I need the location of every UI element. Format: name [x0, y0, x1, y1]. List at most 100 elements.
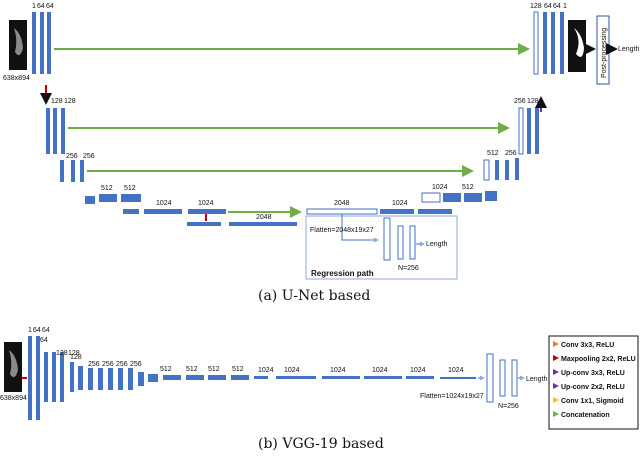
dec-label-9: 512 [462, 184, 474, 191]
enc-l3-feature-3 [80, 160, 84, 182]
vgg-top-label-0: 1 [28, 327, 32, 334]
vgg-block-3f [118, 368, 123, 390]
enc-l1-feature-1 [32, 12, 36, 74]
vgg-block-5b [276, 376, 316, 379]
post-processing-label: Post-processing [601, 28, 608, 78]
enc-label-10: 1024 [198, 200, 214, 207]
vgg-block-1a [28, 336, 32, 420]
vgg-block-4b [148, 374, 158, 382]
legend-label-5: Concatenation [561, 412, 610, 419]
enc-l4-feature-2 [99, 194, 117, 202]
dec-l1-feature-2 [543, 12, 547, 74]
vgg-feature-maps [28, 336, 476, 420]
fc-layer-2 [409, 225, 416, 260]
vgg-flatten-label: Flatten=1024x19x27 [420, 393, 484, 400]
enc-l1-feature-2 [40, 12, 44, 74]
caption-a: (a) U-Net based [258, 288, 370, 304]
enc-label-1: 64 [37, 3, 45, 10]
dec-l2-concat [518, 107, 524, 155]
vgg-bottom-label-0: 64 [40, 337, 48, 344]
legend-label-2: Up-conv 3x3, ReLU [561, 370, 625, 377]
vgg-block-2b [52, 352, 56, 402]
dec-l1-feature-3 [551, 12, 555, 74]
dec-l3-concat [483, 159, 490, 181]
enc-l4-feature-1 [85, 196, 95, 204]
vgg-n-label: N=256 [498, 403, 519, 410]
enc-l2-feature-1 [46, 108, 50, 154]
dec-label-5: 128 [527, 98, 539, 105]
legend-swatch-3 [553, 383, 559, 389]
vgg-top-label-16: 1024 [410, 367, 426, 374]
vgg-top-label-6: 256 [102, 361, 114, 368]
enc-l2-feature-3 [61, 108, 65, 154]
legend-label-1: Maxpooling 2x2, ReLU [561, 356, 636, 363]
vgg-top-label-14: 1024 [330, 367, 346, 374]
dec-label-7: 256 [505, 150, 517, 157]
vgg-block-1b [36, 336, 40, 420]
vgg-bottom-label-1: 128 [70, 354, 82, 361]
dec-l3-feature-4 [515, 158, 519, 180]
vgg-fc-layer [499, 359, 506, 397]
enc-l1-feature-3 [47, 12, 51, 74]
dec-label-1: 64 [544, 3, 552, 10]
regression-length-label: Length [426, 241, 448, 248]
dec-label-4: 256 [514, 98, 526, 105]
enc-l4-feature-3 [121, 194, 141, 202]
enc-l5-feature-3 [188, 209, 226, 214]
enc-l5-feature-2 [144, 209, 182, 214]
vgg-block-4a [138, 372, 144, 386]
dec-l3-feature-2 [495, 160, 499, 180]
vgg-block-4f [231, 375, 249, 380]
dec-l5-concat [306, 208, 378, 215]
dec-l5-feature-2 [380, 209, 414, 214]
vgg-block-3d [98, 368, 103, 390]
vgg-top-label-1: 64 [33, 327, 41, 334]
enc-label-5: 256 [66, 153, 78, 160]
vgg-block-3g [128, 368, 133, 390]
enc-label-11: 2048 [256, 214, 272, 221]
dec-l4-feature-4 [485, 191, 497, 201]
vgg-top-label-2: 64 [42, 327, 50, 334]
vgg-top-label-4: 128 [68, 350, 80, 357]
vgg-block-2c [60, 352, 64, 402]
dec-label-8: 1024 [432, 184, 448, 191]
unet-length-label: Length [618, 46, 640, 53]
vgg-block-3e [108, 368, 113, 390]
enc-label-8: 512 [124, 185, 136, 192]
vgg-block-4c [163, 375, 181, 380]
dec-label-0: 128 [530, 3, 542, 10]
dec-label-2: 64 [553, 3, 561, 10]
bottleneck-feature-2 [229, 222, 297, 226]
vgg-length-label: Length [526, 376, 548, 383]
vgg-block-3a [70, 362, 74, 392]
legend-label-0: Conv 3x3, ReLU [561, 342, 614, 349]
vgg-top-label-5: 256 [88, 361, 100, 368]
legend-swatch-2 [553, 369, 559, 375]
dec-l2-feature-2 [527, 108, 531, 154]
vgg-top-label-13: 1024 [284, 367, 300, 374]
vgg-top-label-7: 256 [116, 361, 128, 368]
vgg-top-label-18: 1024 [258, 367, 274, 374]
enc-l3-feature-2 [71, 160, 75, 182]
vgg-top-label-3: 128 [56, 350, 68, 357]
enc-l5-feature-1 [123, 209, 139, 214]
vgg-top-label-17: 1024 [448, 367, 464, 374]
enc-label-4: 128 [64, 98, 76, 105]
vgg-top-label-9: 512 [160, 366, 172, 373]
vgg-block-4e [208, 375, 226, 380]
bottleneck-feature-1 [187, 222, 221, 226]
legend-swatch-1 [553, 355, 559, 361]
regression-path-box [305, 215, 458, 280]
legend-box [548, 335, 639, 430]
vgg-block-2a [44, 352, 48, 402]
vgg-block-5e [406, 376, 434, 379]
vgg-top-label-15: 1024 [372, 367, 388, 374]
legend-swatch-4 [553, 397, 559, 403]
vgg-block-5a [254, 376, 268, 379]
vgg-fc-layer-2 [511, 359, 518, 397]
vgg-input-size-label: 638x894 [0, 395, 27, 402]
enc-label-7: 512 [101, 185, 113, 192]
dec-l3-feature-3 [505, 160, 509, 180]
dec-l2-feature-3 [535, 108, 539, 154]
